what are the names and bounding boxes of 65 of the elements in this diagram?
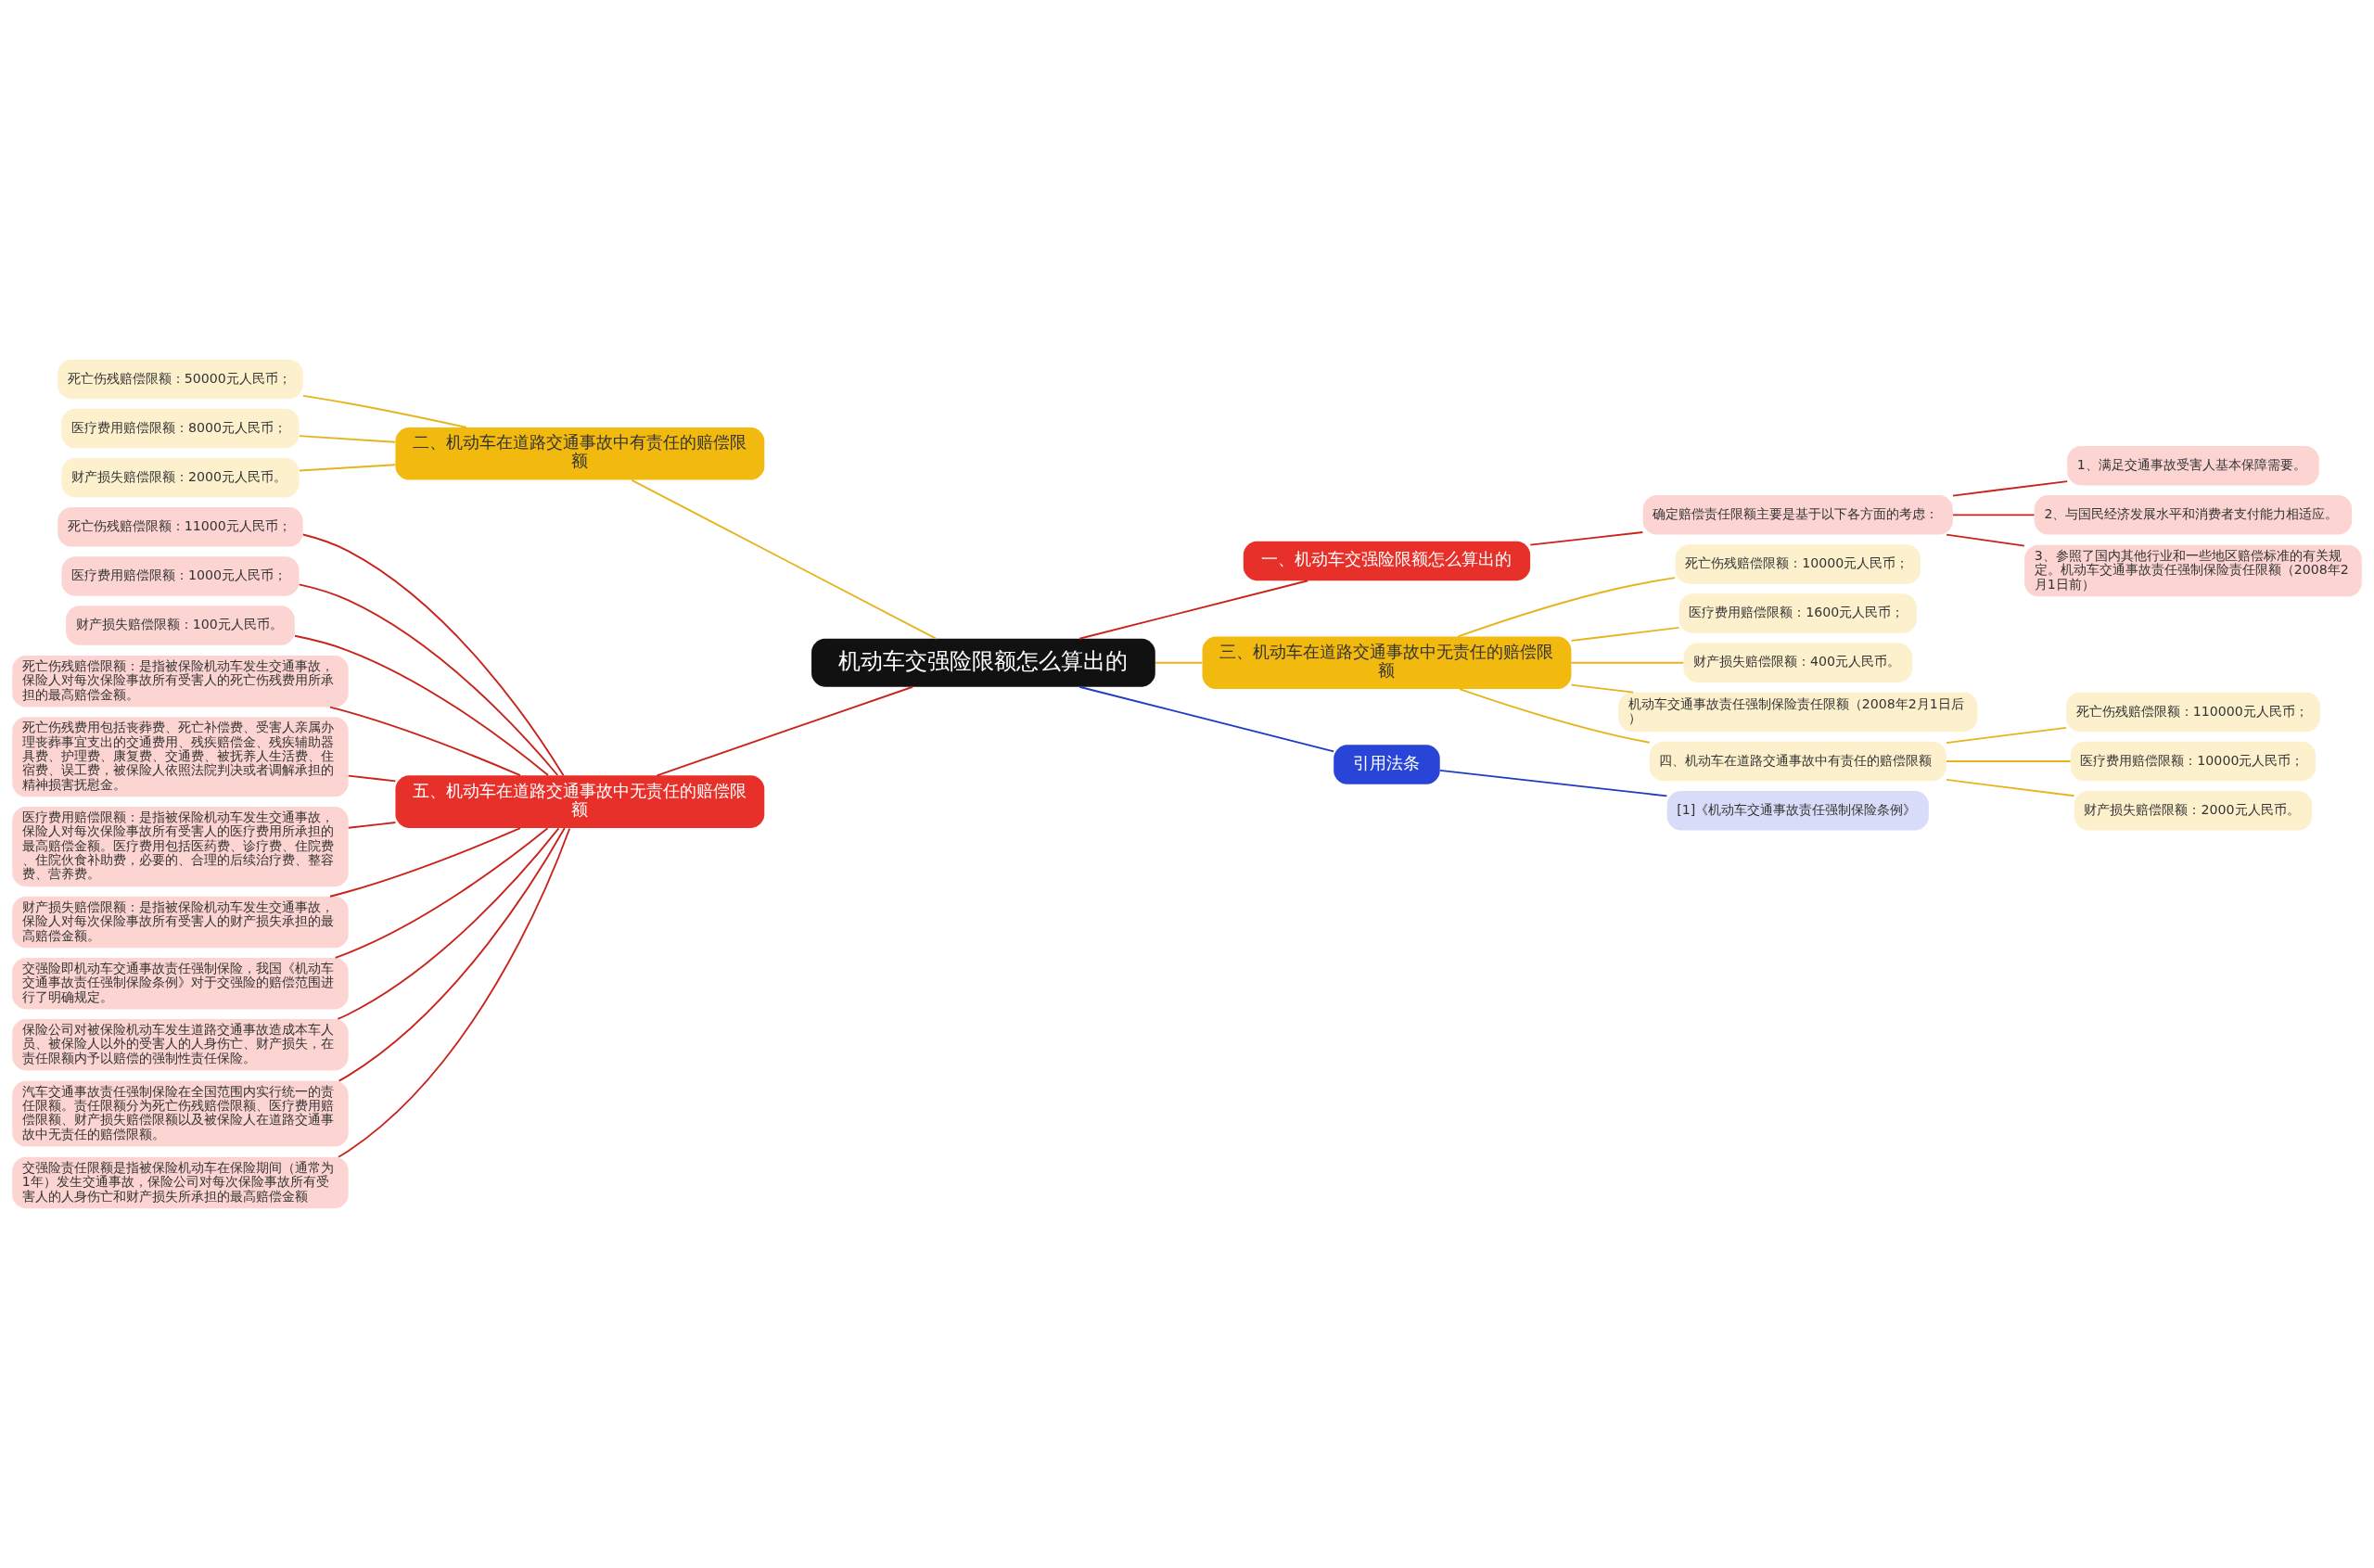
node-box: 机动车交通事故责任强制保险责任限额（2008年2月1日后）	[1618, 692, 1978, 733]
connector	[338, 827, 571, 1158]
connector	[1155, 661, 1204, 664]
connector	[329, 827, 521, 898]
node-box: 财产损失赔偿限额：是指被保险机动车发生交通事故，保险人对每次保险事故所有受害人的财产损失承担的最高赔偿金额。	[12, 896, 349, 949]
node-box: 死亡伤残赔偿限额：50000元人民币；	[57, 359, 303, 400]
connector	[347, 822, 397, 829]
connector	[1570, 683, 1635, 694]
connector	[656, 685, 914, 777]
connector	[337, 827, 560, 1020]
connector	[1952, 480, 2069, 497]
node-box: 一、机动车交强险限额怎么算出的	[1243, 541, 1531, 581]
connector	[1570, 661, 1685, 664]
connector	[1946, 760, 2072, 762]
connector	[302, 394, 467, 428]
connector	[338, 827, 566, 1082]
connector	[1079, 580, 1309, 640]
node-box: 死亡伤残赔偿限额：110000元人民币；	[2066, 692, 2320, 733]
connector	[329, 706, 521, 777]
connector	[1946, 533, 2025, 547]
node-box: 医疗费用赔偿限额：8000元人民币；	[61, 408, 300, 449]
node-box: 死亡伤残赔偿限额：10000元人民币；	[1675, 544, 1921, 584]
node-box: 财产损失赔偿限额：100元人民币。	[66, 606, 295, 645]
connector	[347, 774, 397, 783]
node-box: 机动车交强险限额怎么算出的	[811, 638, 1155, 687]
node-box: 医疗费用赔偿限额：1000元人民币；	[61, 556, 300, 596]
connector	[294, 634, 549, 777]
connector	[299, 464, 397, 472]
node-box: 医疗费用赔偿限额：10000元人民币；	[2070, 741, 2317, 782]
node-box: 财产损失赔偿限额：400元人民币。	[1683, 643, 1913, 682]
node-box: 死亡伤残赔偿限额：是指被保险机动车发生交通事故，保险人对每次保险事故所有受害人的死亡伤残费用所承担的最高赔偿金额。	[12, 656, 349, 708]
connector	[1946, 779, 2075, 797]
node-box: 三、机动车在道路交通事故中无责任的赔偿限额	[1202, 636, 1572, 690]
node-box: [1]《机动车交通事故责任强制保险条例》	[1666, 790, 1929, 831]
node-box: 汽车交通事故责任强制保险在全国范围内实行统一的责任限额。责任限额分为死亡伤残赔偿限额、医疗费用赔偿限额、财产损失赔偿限额以及被保险人在道路交通事故中无责任的赔偿限额。	[12, 1080, 349, 1147]
node-box: 保险公司对被保险机动车发生道路交通事故造成本车人员、被保险人以外的受害人的人身伤亡、财产损失，在责任限额内予以赔偿的强制性责任保险。	[12, 1019, 349, 1071]
node-box: 五、机动车在道路交通事故中无责任的赔偿限额	[395, 775, 765, 828]
node-box: 医疗费用赔偿限额：1600元人民币；	[1678, 593, 1917, 633]
node-box: 引用法条	[1334, 745, 1440, 784]
node-box: 1、满足交通事故受害人基本保障需要。	[2067, 446, 2319, 486]
connector	[1570, 627, 1680, 642]
node-box: 医疗费用赔偿限额：是指被保险机动车发生交通事故，保险人对每次保险事故所有受害人的医疗费用所承担的最高赔偿金额。医疗费用包括医药费、诊疗费、住院费、住院伙食补助费，必要的、合理的后续治疗费、整容费、营养费。	[12, 807, 349, 887]
connector	[299, 435, 397, 443]
node-box: 四、机动车在道路交通事故中有责任的赔偿限额	[1649, 741, 1946, 782]
node-box: 确定赔偿责任限额主要是基于以下各方面的考虑：	[1642, 495, 1953, 535]
connector	[301, 533, 565, 777]
connector	[1457, 577, 1677, 638]
node-box: 3、参照了国内其他行业和一些地区赔偿标准的有关规定。机动车交通事故责任强制保险责任限额（2008年2月1日前）	[2024, 544, 2362, 597]
connector	[631, 478, 938, 640]
connector	[334, 827, 549, 959]
connector	[1946, 726, 2067, 744]
node-box: 死亡伤残费用包括丧葬费、死亡补偿费、受害人亲属办理丧葬事宜支出的交通费用、残疾赔偿金、残疾辅助器具费、护理费、康复费、交通费、被抚养人生活费、住宿费、误工费，被保险人依照法院判决或者调解承担的精神损害抚慰金。	[12, 717, 349, 797]
node-box: 死亡伤残赔偿限额：11000元人民币；	[57, 507, 303, 547]
connector	[1439, 769, 1668, 797]
connector	[1079, 685, 1335, 753]
connector	[1459, 688, 1651, 744]
connector	[1952, 514, 2036, 516]
node-box: 财产损失赔偿限额：2000元人民币。	[61, 458, 300, 498]
connector	[298, 583, 559, 776]
node-box: 交强险责任限额是指被保险机动车在保险期间（通常为1年）发生交通事故，保险公司对每次保险事故所有受害人的人身伤亡和财产损失所承担的最高赔偿金额	[12, 1156, 349, 1209]
node-box: 交强险即机动车交通事故责任强制保险，我国《机动车交通事故责任强制保险条例》对于交强险的赔偿范围进行了明确规定。	[12, 957, 349, 1010]
connector	[1529, 531, 1644, 546]
node-box: 2、与国民经济发展水平和消费者支付能力相适应。	[2034, 495, 2353, 535]
node-box: 二、机动车在道路交通事故中有责任的赔偿限额	[395, 427, 765, 480]
node-box: 财产损失赔偿限额：2000元人民币。	[2074, 790, 2313, 831]
